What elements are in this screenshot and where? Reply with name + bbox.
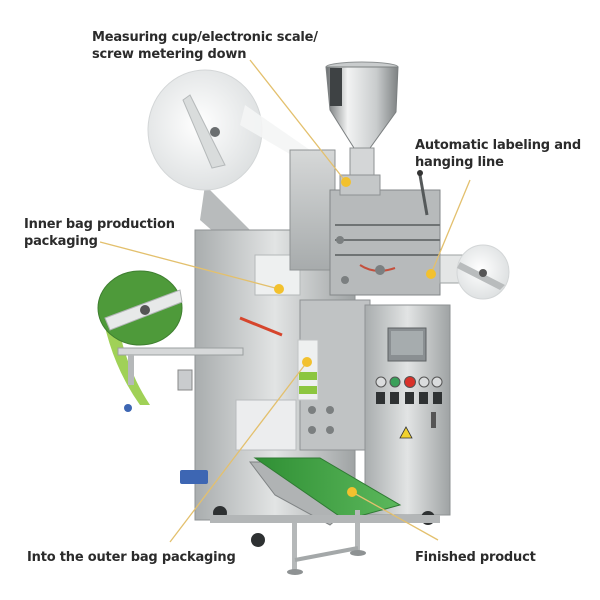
control-cabinet: [364, 304, 451, 516]
callout-dot-outer_bag: [302, 357, 312, 367]
leader-line-finished: [351, 491, 439, 541]
control-buttons: [375, 376, 443, 388]
label-line: Automatic labeling and: [415, 138, 581, 153]
label-line: screw metering down: [92, 47, 247, 62]
leader-line-metering: [249, 59, 347, 183]
callout-dot-finished: [347, 487, 357, 497]
leader-line-inner_bag: [99, 241, 280, 290]
machine-cabinet: [194, 149, 473, 521]
callout-leaders: [99, 59, 471, 543]
label-line: Measuring cup/electronic scale/: [92, 30, 318, 45]
label-finished-product: Finished product: [415, 549, 536, 566]
leader-line-outer_bag: [169, 361, 308, 543]
label-line: packaging: [24, 234, 98, 249]
label-line: hanging line: [415, 155, 504, 170]
outer-film-reel: [97, 270, 244, 412]
metering-hopper: [325, 61, 399, 196]
label-reel: [456, 244, 510, 300]
warning-icon: [399, 426, 413, 439]
label-metering: Measuring cup/electronic scale/ screw me…: [92, 29, 318, 63]
label-labeling: Automatic labeling and hanging line: [415, 137, 581, 171]
label-line: Inner bag production: [24, 217, 175, 232]
finished-product-conveyor: [180, 457, 402, 575]
callout-dot-labeling: [426, 269, 436, 279]
callout-dot-metering: [341, 177, 351, 187]
leader-line-labeling: [430, 179, 471, 275]
label-outer-bag: Into the outer bag packaging: [27, 549, 236, 566]
callout-dot-inner_bag: [274, 284, 284, 294]
label-inner-bag: Inner bag production packaging: [24, 216, 175, 250]
label-line: Finished product: [415, 550, 536, 565]
label-line: Into the outer bag packaging: [27, 550, 236, 565]
